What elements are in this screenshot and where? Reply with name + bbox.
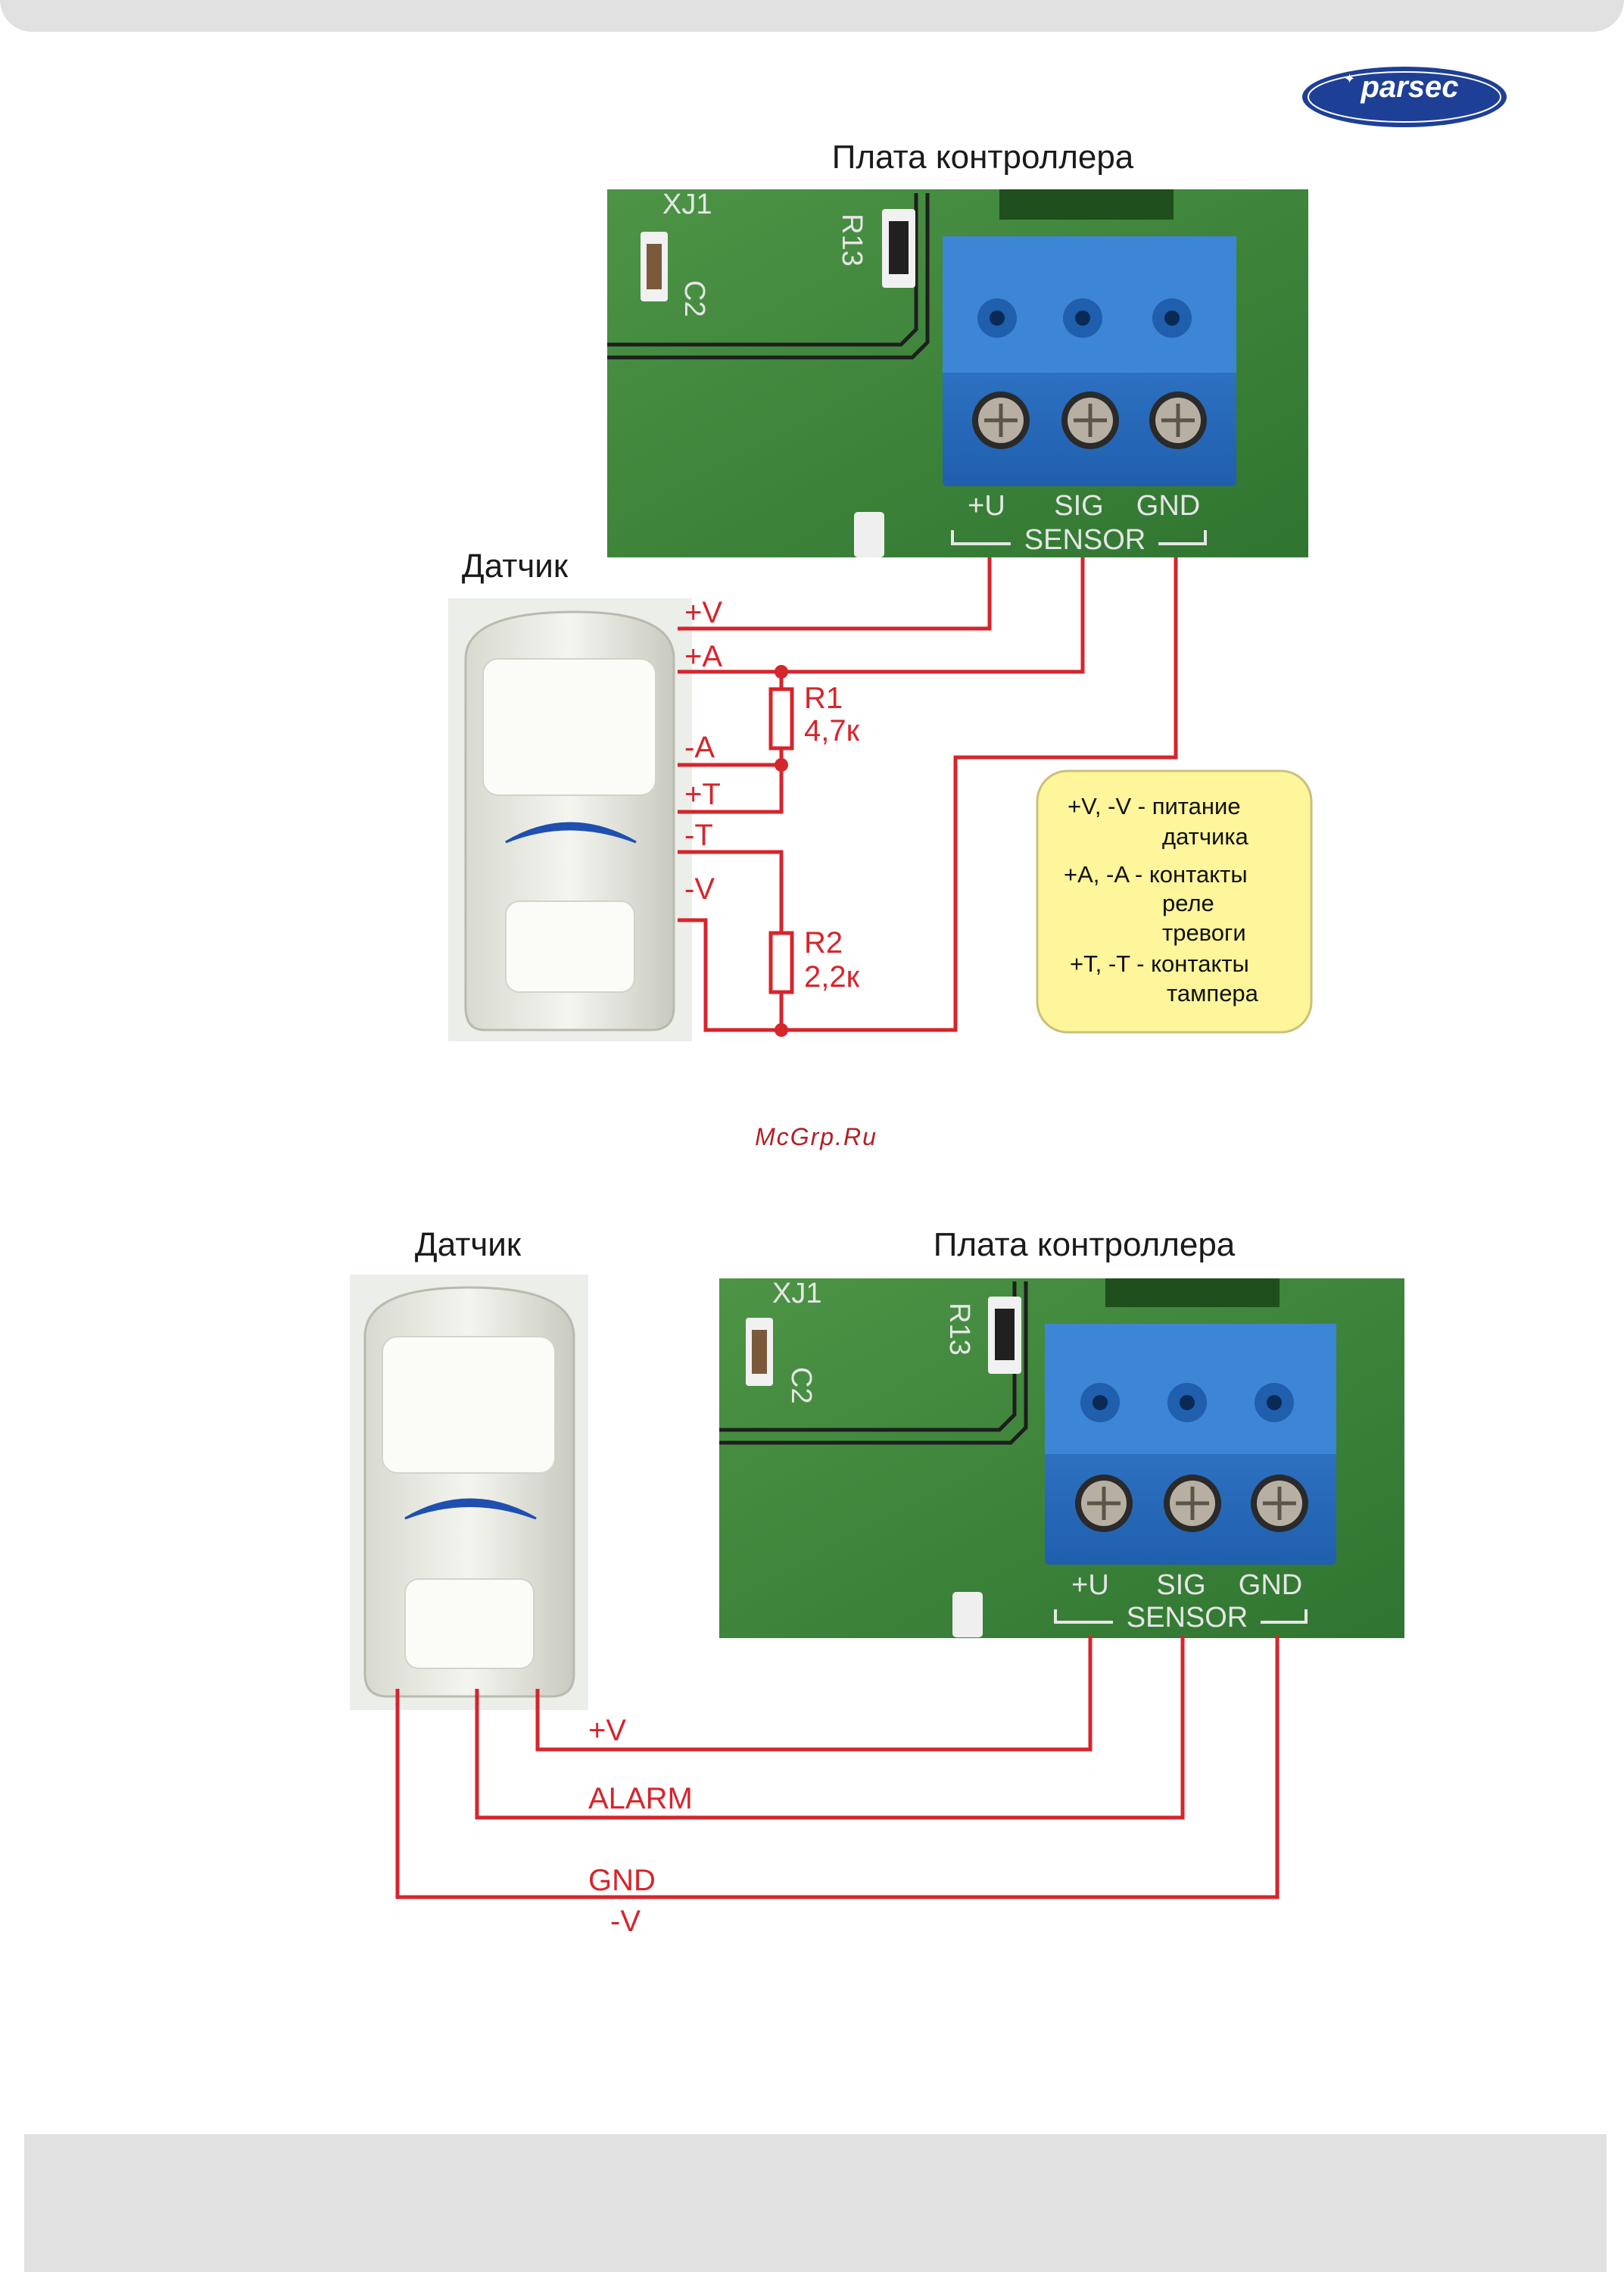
wire-gnd-1 [781, 557, 1178, 1032]
resistor-r2 [768, 931, 794, 994]
wiring-1 [678, 557, 1178, 1037]
silk-c2: C2 [678, 280, 710, 317]
board-title-1: Плата контроллера [832, 139, 1134, 176]
legend-line-6: +T, -T - контакты [1070, 950, 1249, 977]
watermark: McGrp.Ru [755, 1123, 877, 1150]
label-minus-a-1: -A [684, 731, 715, 764]
label-plus-t-1: +T [684, 778, 721, 811]
label-minus-v-1: -V [684, 872, 715, 906]
legend-line-5: тревоги [1162, 919, 1246, 946]
r1-value: 4,7к [804, 714, 860, 747]
wire-plus-a-1 [678, 557, 1085, 674]
wire-plus-v-1 [678, 557, 992, 631]
sensor-terminal-block-2 [1045, 1324, 1336, 1565]
sensor-title-2: Датчик [415, 1226, 522, 1263]
silk-c2-2: C2 [785, 1367, 817, 1404]
wire-plus-v-2 [535, 1636, 1093, 1752]
silk-sig-1: SIG [1054, 490, 1103, 522]
silk-r13: R13 [836, 214, 868, 267]
silk-xj1-2: XJ1 [772, 1278, 821, 1309]
legend-line-4: реле [1162, 890, 1214, 916]
sensor-terminal-block-1 [943, 236, 1236, 486]
star-icon: ✦ [1344, 71, 1355, 86]
wire-gnd-2 [395, 1636, 1280, 1899]
silk-r13-2: R13 [943, 1303, 975, 1356]
wiring-2 [395, 1636, 1280, 1899]
junction-dot [775, 1023, 788, 1037]
label-plus-v-1: +V [684, 596, 722, 629]
silk-sig-2: SIG [1156, 1569, 1205, 1601]
label-plus-v-2: +V [588, 1714, 626, 1747]
controller-board-1: XJ1 C2 R13 [607, 189, 1308, 557]
silk-gnd-2: GND [1239, 1569, 1302, 1601]
top-band [0, 0, 1624, 32]
wire-alarm-2 [475, 1636, 1185, 1820]
label-minus-v-2: -V [610, 1905, 641, 1938]
legend-line-3: +A, -A - контакты [1064, 861, 1248, 888]
wire-entry-hole [1080, 1383, 1294, 1422]
logo-text: parsec [1361, 70, 1459, 104]
silk-u-1: +U [968, 490, 1005, 522]
label-plus-a-1: +A [684, 640, 722, 673]
legend-line-1: +V, -V - питание [1068, 793, 1241, 819]
terminal-screw [972, 392, 1207, 449]
junction-dot [775, 758, 788, 772]
diagram-1: Плата контроллера XJ1 C2 R13 [448, 139, 1313, 1041]
wire-minus-t-1 [678, 850, 784, 933]
wire-entry-hole [977, 298, 1192, 338]
silk-gnd-1: GND [1136, 490, 1200, 522]
parsec-logo: parsec ✦ [1302, 67, 1507, 127]
label-alarm-2: ALARM [588, 1782, 693, 1815]
sensor-title-1: Датчик [462, 548, 569, 585]
junction-dot [775, 665, 788, 679]
motion-sensor-1 [448, 598, 692, 1041]
legend-line-7: тампера [1167, 980, 1259, 1006]
r2-value: 2,2к [804, 960, 860, 994]
r1-name: R1 [804, 682, 843, 715]
silk-u-2: +U [1071, 1569, 1109, 1601]
wire-plus-t-1 [678, 765, 784, 814]
controller-board-2: XJ1 C2 R13 + [719, 1278, 1404, 1638]
label-minus-t-1: -T [684, 819, 713, 852]
silk-sensor-1: SENSOR [1024, 524, 1146, 556]
legend-line-2: датчика [1162, 823, 1249, 850]
legend-note: +V, -V - питание датчика +A, -A - контак… [1036, 769, 1313, 1034]
terminal-screw [1075, 1475, 1308, 1532]
silk-xj1: XJ1 [662, 189, 712, 220]
wire-minus-v-1 [678, 918, 784, 1032]
label-gnd-2: GND [588, 1864, 656, 1897]
diagram-2: Датчик Плата контроллера XJ1 C2 R13 [350, 1226, 1404, 1938]
board-title-2: Плата контроллера [934, 1226, 1236, 1263]
silk-sensor-2: SENSOR [1127, 1602, 1248, 1634]
r2-name: R2 [804, 926, 843, 960]
motion-sensor-2 [350, 1275, 588, 1710]
resistor-r1 [768, 687, 794, 751]
bottom-band [24, 2134, 1607, 2272]
